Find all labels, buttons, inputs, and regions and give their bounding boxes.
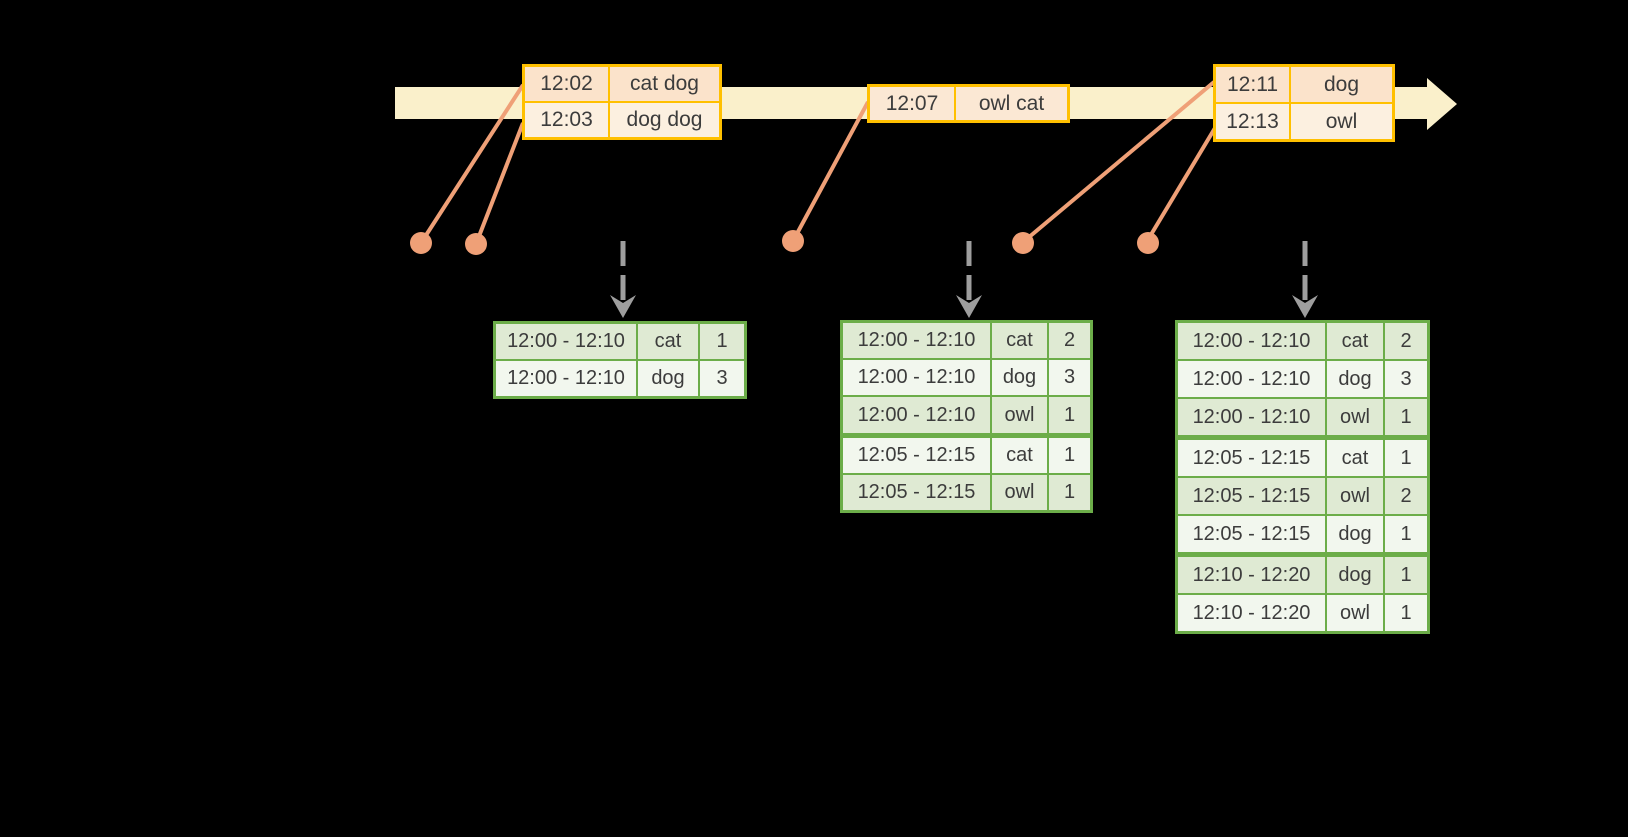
event-words-cell: dog xyxy=(1323,72,1360,96)
count-cell: 1 xyxy=(1400,522,1412,545)
word-cell: dog xyxy=(1327,361,1385,397)
result-row: 12:05 - 12:15 cat 1 xyxy=(843,432,1090,473)
event-words-cell: owl cat xyxy=(978,91,1045,115)
word-cell: owl xyxy=(1327,478,1385,514)
word-cell: owl xyxy=(1327,595,1385,631)
event-words-cell: owl xyxy=(1325,109,1358,133)
word-cell: cat xyxy=(1327,323,1385,359)
event-row: 12:13 owl xyxy=(1216,102,1392,139)
event-connector-line xyxy=(474,122,525,245)
event-table-1: 12:02 cat dog 12:03 dog dog xyxy=(522,64,722,140)
word-cell: owl xyxy=(992,397,1049,433)
count-cell: 1 xyxy=(1400,563,1412,586)
event-dot-icon xyxy=(1137,232,1159,254)
trigger-arrowhead-icon xyxy=(1292,295,1318,318)
event-dot-icon xyxy=(410,232,432,254)
window-cell: 12:05 - 12:15 xyxy=(1178,478,1327,514)
result-row: 12:00 - 12:10 dog 3 xyxy=(496,359,744,396)
result-row: 12:00 - 12:10 owl 1 xyxy=(1178,397,1427,435)
event-connector-line xyxy=(419,83,525,245)
count-cell: 1 xyxy=(1400,446,1412,469)
window-cell: 12:00 - 12:10 xyxy=(1178,399,1327,435)
trigger-arrowhead-icon xyxy=(610,295,636,318)
event-words-cell: dog dog xyxy=(626,108,703,131)
event-time-cell: 12:13 xyxy=(1216,104,1291,139)
result-table-1: 12:00 - 12:10 cat 1 12:00 - 12:10 dog 3 xyxy=(493,321,747,399)
result-row: 12:00 - 12:10 owl 1 xyxy=(843,395,1090,433)
count-cell: 2 xyxy=(1400,484,1412,507)
result-row: 12:05 - 12:15 owl 1 xyxy=(843,472,1090,511)
event-dot-icon xyxy=(465,233,487,255)
word-cell: dog xyxy=(1327,557,1385,593)
word-cell: cat xyxy=(1327,440,1385,476)
word-cell: dog xyxy=(992,360,1049,396)
event-dot-icon xyxy=(782,230,804,252)
event-row: 12:11 dog xyxy=(1216,67,1392,102)
result-row: 12:00 - 12:10 cat 1 xyxy=(496,324,744,359)
window-cell: 12:05 - 12:15 xyxy=(1178,516,1327,552)
result-row: 12:05 - 12:15 dog 1 xyxy=(1178,514,1427,552)
count-cell: 3 xyxy=(716,367,728,389)
event-time-cell: 12:02 xyxy=(525,67,610,101)
event-table-2: 12:07 owl cat xyxy=(867,84,1070,123)
word-cell: cat xyxy=(992,437,1049,473)
count-cell: 1 xyxy=(1400,601,1412,624)
event-time-cell: 12:03 xyxy=(525,103,610,137)
result-table-2: 12:00 - 12:10 cat 2 12:00 - 12:10 dog 3 … xyxy=(840,320,1093,513)
window-cell: 12:00 - 12:10 xyxy=(843,323,992,359)
result-row: 12:00 - 12:10 dog 3 xyxy=(843,358,1090,396)
count-cell: 2 xyxy=(1063,329,1076,352)
event-row: 12:02 cat dog xyxy=(525,67,719,101)
count-cell: 3 xyxy=(1063,366,1076,389)
window-cell: 12:10 - 12:20 xyxy=(1178,557,1327,593)
word-cell: dog xyxy=(1327,516,1385,552)
window-cell: 12:00 - 12:10 xyxy=(1178,361,1327,397)
result-row: 12:00 - 12:10 cat 2 xyxy=(1178,323,1427,359)
event-table-3: 12:11 dog 12:13 owl xyxy=(1213,64,1395,142)
event-time-cell: 12:07 xyxy=(870,87,956,120)
result-row: 12:10 - 12:20 owl 1 xyxy=(1178,593,1427,631)
word-cell: owl xyxy=(992,474,1049,511)
word-cell: owl xyxy=(1327,399,1385,435)
window-cell: 12:00 - 12:10 xyxy=(1178,323,1327,359)
count-cell: 1 xyxy=(716,330,728,352)
word-cell: cat xyxy=(992,323,1049,359)
count-cell: 1 xyxy=(1063,443,1076,466)
event-words-cell: cat dog xyxy=(630,72,699,95)
event-time-cell: 12:11 xyxy=(1216,67,1291,102)
result-row: 12:05 - 12:15 owl 2 xyxy=(1178,476,1427,514)
window-cell: 12:00 - 12:10 xyxy=(496,361,638,396)
event-connector-line xyxy=(791,101,870,242)
event-row: 12:07 owl cat xyxy=(870,87,1067,120)
count-cell: 1 xyxy=(1063,480,1076,503)
word-cell: dog xyxy=(638,361,700,396)
result-row: 12:00 - 12:10 dog 3 xyxy=(1178,359,1427,397)
result-row: 12:10 - 12:20 dog 1 xyxy=(1178,552,1427,593)
window-cell: 12:00 - 12:10 xyxy=(496,324,638,359)
result-table-3: 12:00 - 12:10 cat 2 12:00 - 12:10 dog 3 … xyxy=(1175,320,1430,634)
result-row: 12:05 - 12:15 cat 1 xyxy=(1178,435,1427,476)
result-row: 12:00 - 12:10 cat 2 xyxy=(843,323,1090,359)
window-cell: 12:05 - 12:15 xyxy=(843,437,992,473)
window-cell: 12:00 - 12:10 xyxy=(843,397,992,433)
window-cell: 12:05 - 12:15 xyxy=(1178,440,1327,476)
count-cell: 2 xyxy=(1400,329,1412,352)
event-dot-icon xyxy=(1012,232,1034,254)
event-row: 12:03 dog dog xyxy=(525,101,719,137)
window-cell: 12:05 - 12:15 xyxy=(843,474,992,511)
window-cell: 12:00 - 12:10 xyxy=(843,360,992,396)
trigger-arrowhead-icon xyxy=(956,295,982,318)
event-connector-line xyxy=(1144,121,1220,245)
count-cell: 1 xyxy=(1400,405,1412,428)
word-cell: cat xyxy=(638,324,700,359)
window-cell: 12:10 - 12:20 xyxy=(1178,595,1327,631)
count-cell: 3 xyxy=(1400,367,1412,390)
event-connector-line xyxy=(1020,80,1216,245)
count-cell: 1 xyxy=(1063,403,1076,426)
